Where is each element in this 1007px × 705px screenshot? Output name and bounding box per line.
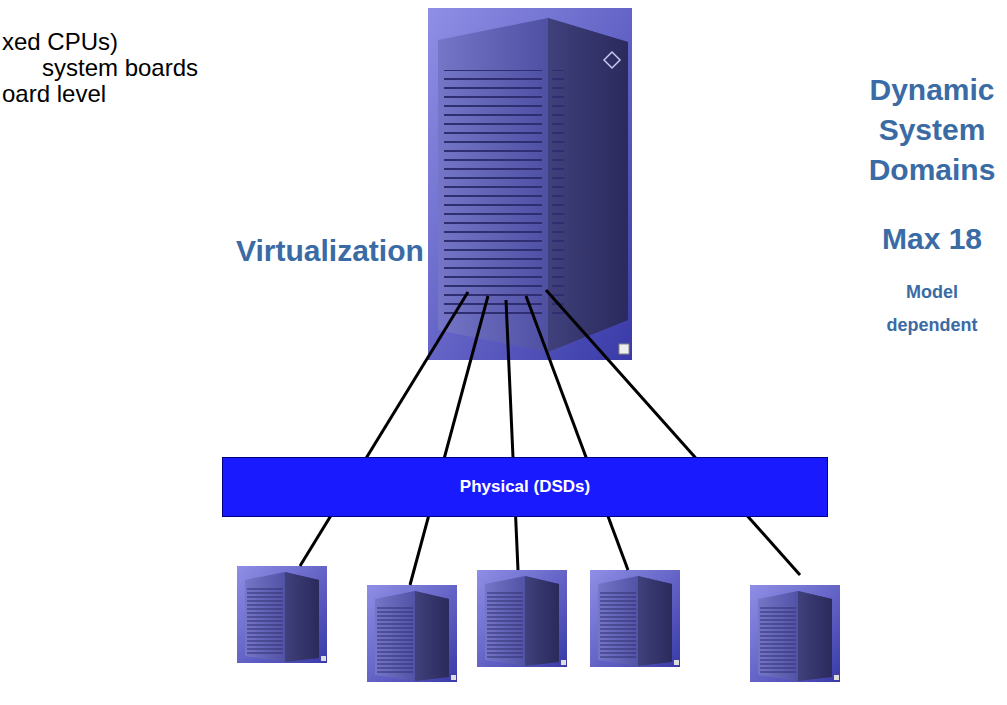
concept-heading: Dynamic System Domains: [862, 70, 1002, 190]
bullet-text: xed CPUs): [2, 28, 118, 56]
section-heading: Virtualization: [236, 234, 424, 268]
bullet-text: system boards: [42, 54, 198, 82]
domain-band: Physical (DSDs): [222, 457, 828, 517]
fan-lines: [300, 290, 800, 585]
limit-note: Model dependent: [872, 276, 992, 342]
band-label: Physical (DSDs): [460, 477, 590, 497]
bullet-text: oard level: [2, 80, 106, 108]
limit-note: Max 18: [862, 222, 1002, 256]
